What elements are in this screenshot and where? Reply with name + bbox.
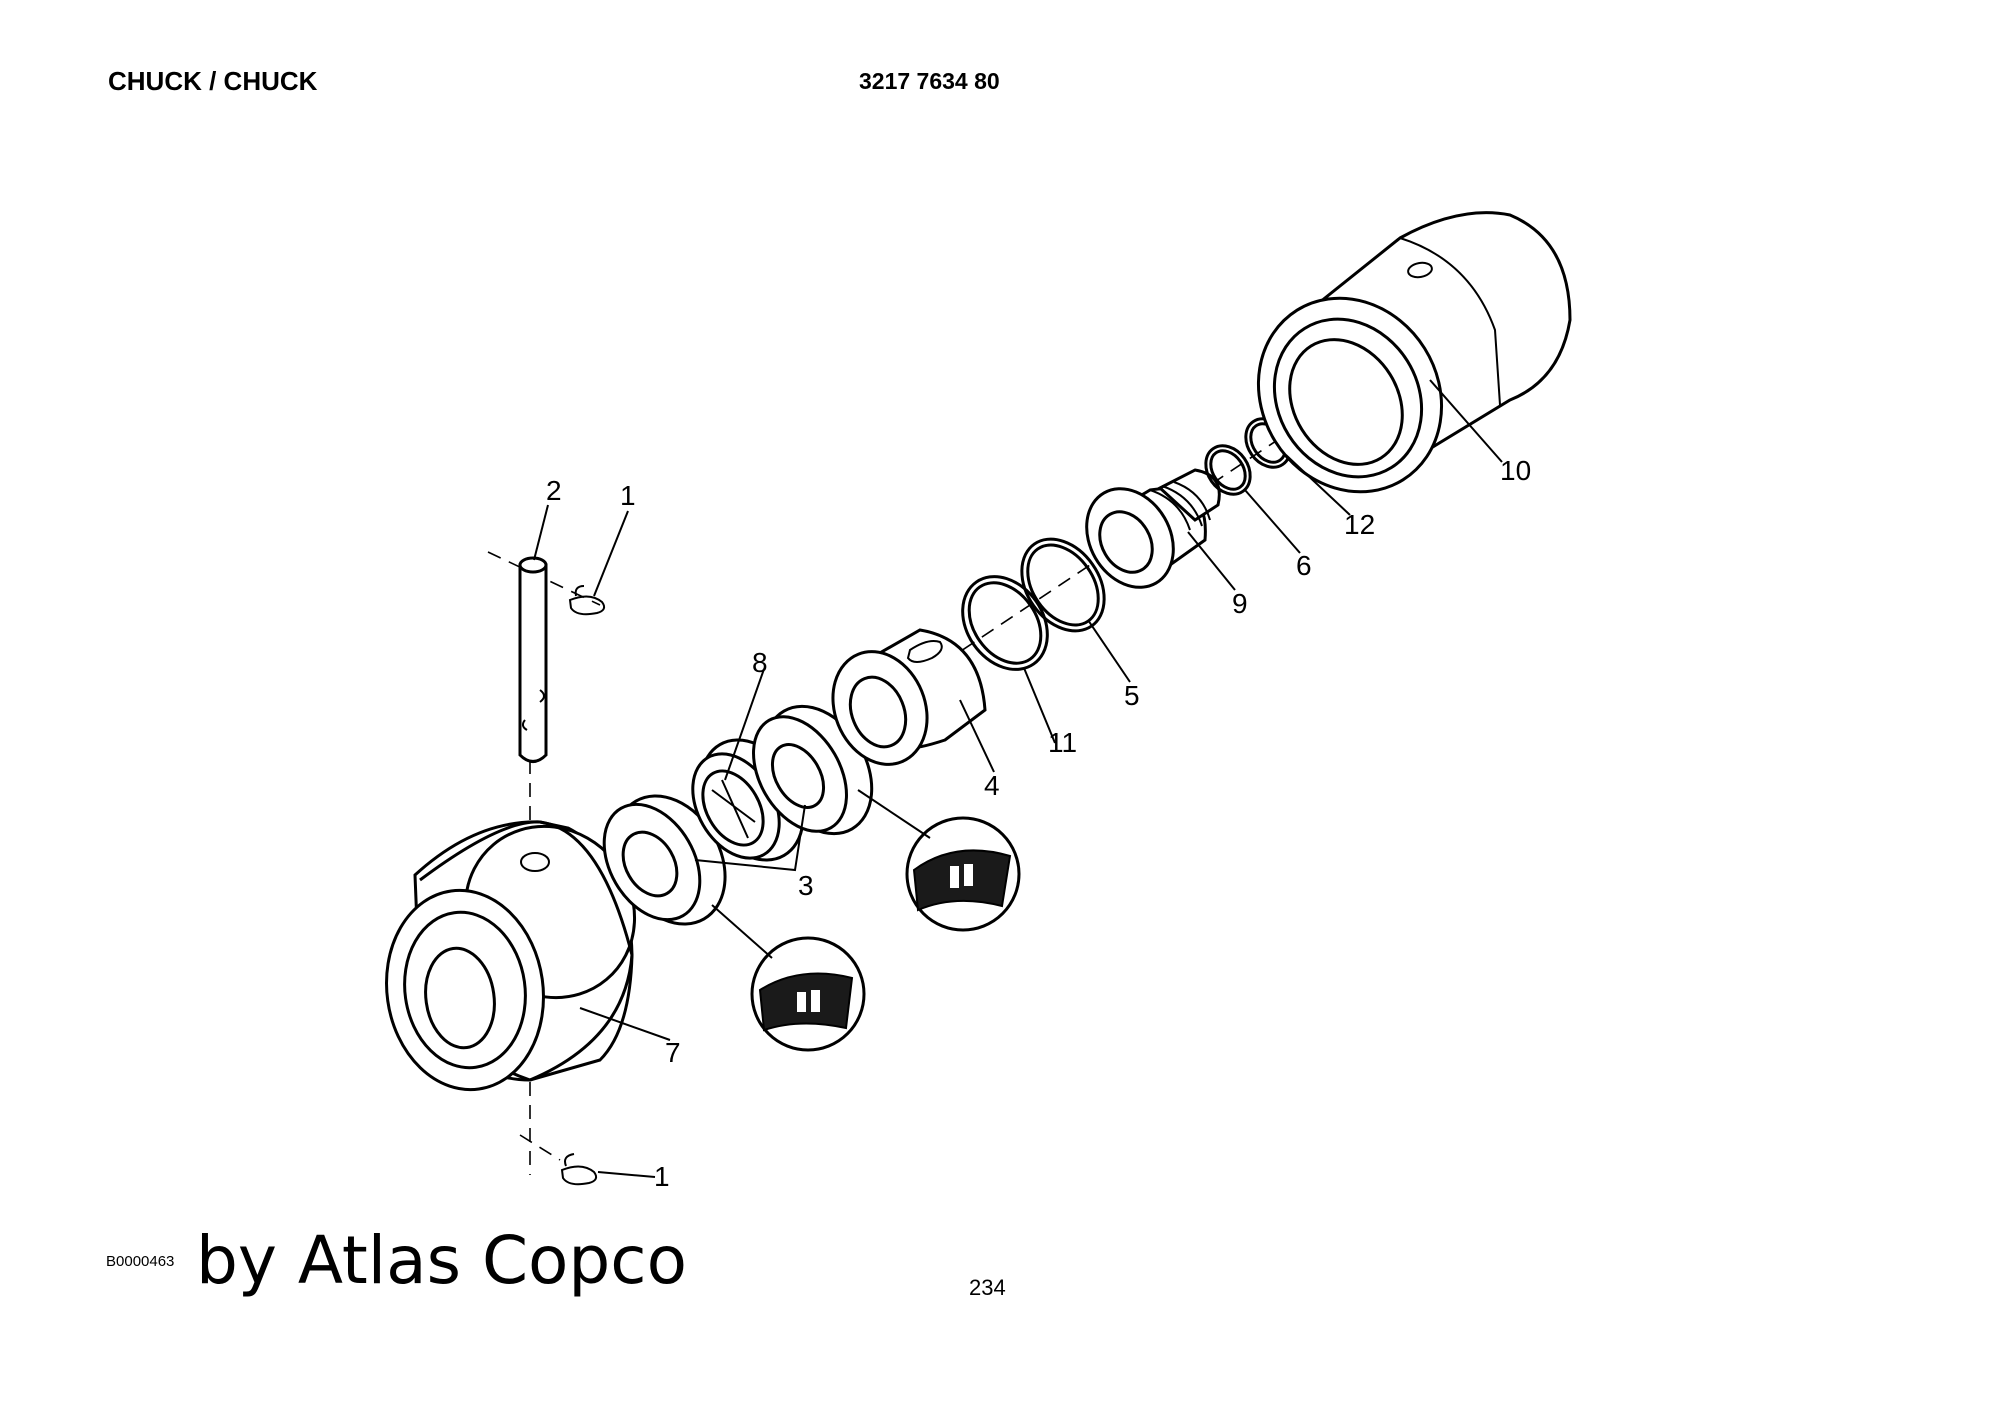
part-10-housing: [1256, 211, 1572, 494]
callout-1-top: 1: [620, 480, 636, 511]
page-number: 234: [969, 1275, 1006, 1300]
page-title: CHUCK / CHUCK: [108, 66, 318, 96]
brand-watermark: by Atlas Copco: [196, 1222, 687, 1299]
callout-10: 10: [1500, 455, 1531, 486]
callout-3: 3: [798, 870, 814, 901]
pin-axis-bottom: [519, 1134, 561, 1161]
detail-view-upper: [905, 816, 1021, 932]
part-6-ring: [1204, 444, 1252, 496]
callout-9: 9: [1232, 588, 1248, 619]
callout-2: 2: [546, 475, 562, 506]
detail-view-lower: [750, 936, 866, 1052]
part-1-split-pin-bottom: [560, 1153, 598, 1186]
callout-6: 6: [1296, 550, 1312, 581]
part-9-insert: [1085, 468, 1221, 589]
callout-11: 11: [1048, 727, 1077, 758]
drawing-reference-code: B0000463: [106, 1253, 175, 1270]
callout-4: 4: [984, 770, 1000, 801]
part-4-sleeve: [831, 628, 987, 766]
part-3-seal-front: [602, 794, 727, 926]
callout-5: 5: [1124, 680, 1140, 711]
callout-1-bottom: 1: [654, 1161, 670, 1192]
part-number: 3217 7634 80: [859, 68, 1000, 94]
callout-7: 7: [665, 1037, 681, 1068]
part-2-pin: [518, 556, 548, 763]
part-1-split-pin-top: [568, 585, 606, 616]
callout-12: 12: [1344, 509, 1375, 540]
callout-8: 8: [752, 647, 768, 678]
